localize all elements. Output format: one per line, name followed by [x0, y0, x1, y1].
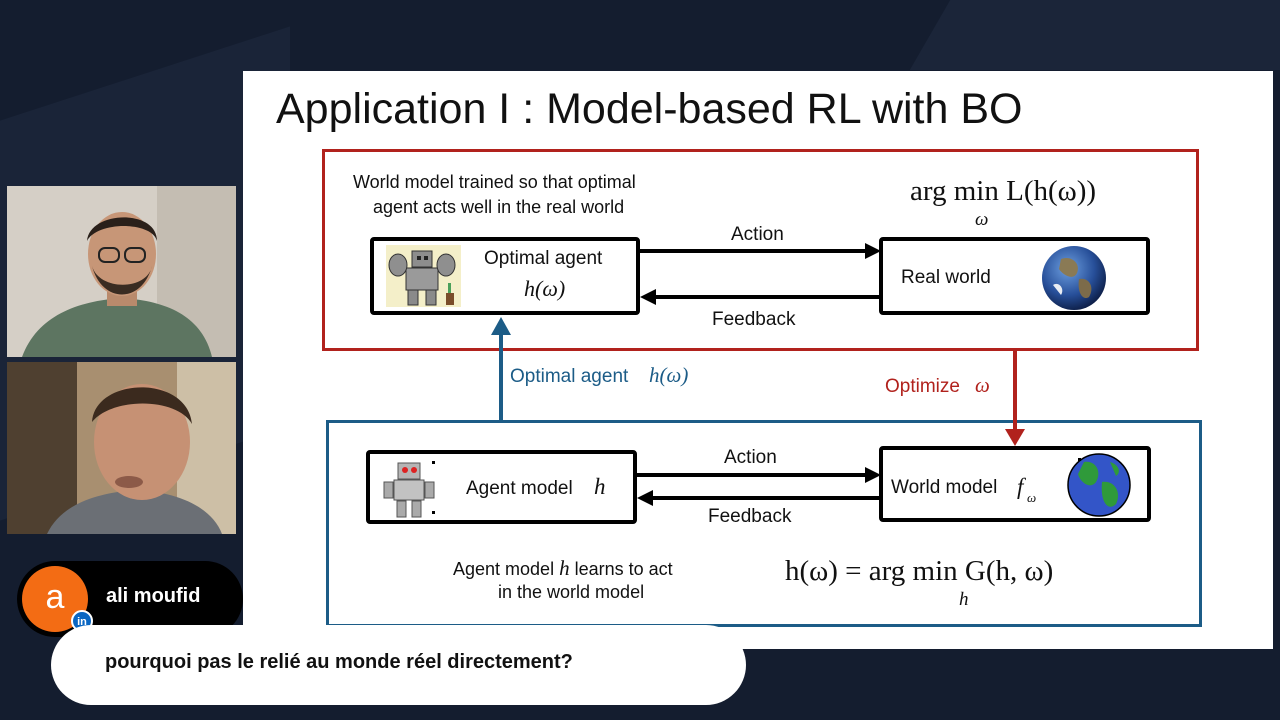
- world-model-formula: f: [1017, 474, 1024, 499]
- robot-icon: [383, 461, 435, 518]
- participant-video-1[interactable]: [7, 186, 236, 357]
- participant-silhouette: [7, 186, 236, 357]
- commenter-name: ali moufid: [106, 585, 201, 607]
- bottom-feedback-label: Feedback: [708, 506, 792, 527]
- world-model-label: World model: [891, 477, 998, 498]
- bottom-caption-part: Agent model: [453, 559, 555, 579]
- background-shape: [909, 0, 1280, 70]
- top-formula: arg min L(h(ω)): [910, 175, 1097, 207]
- world-model-frame: [326, 420, 1202, 627]
- world-model-globe-icon: [1067, 453, 1131, 517]
- top-formula-subscript: ω: [975, 209, 989, 230]
- comment-text: pourquoi pas le relié au monde réel dire…: [105, 651, 573, 673]
- optimize-link-arrowhead: [1005, 429, 1025, 446]
- real-world-frame: [322, 149, 1199, 351]
- right-link-label: Optimize: [885, 376, 960, 397]
- bottom-action-arrowhead: [865, 467, 881, 483]
- optimal-agent-box: Optimal agent h(ω): [370, 237, 640, 315]
- bottom-feedback-arrowhead: [637, 490, 653, 506]
- world-model-formula-subscript: ω: [1027, 490, 1037, 505]
- bottom-caption-part: learns to act: [574, 559, 673, 579]
- top-feedback-label: Feedback: [712, 309, 796, 330]
- agent-model-box: Agent model h: [366, 450, 637, 524]
- world-model-box: World model f ω: [879, 446, 1151, 522]
- diagram-arrows: [491, 243, 1025, 506]
- agent-model-label: Agent model: [466, 478, 573, 499]
- real-world-box: Real world: [879, 237, 1150, 315]
- left-link-label: Optimal agent: [510, 366, 629, 387]
- top-action-label: Action: [731, 224, 784, 245]
- agent-model-formula: h: [594, 474, 606, 499]
- top-caption-line-2: agent acts well in the real world: [373, 197, 625, 217]
- slide-title: Application I : Model-based RL with BO: [276, 85, 1023, 133]
- optimal-agent-label: Optimal agent: [484, 248, 603, 269]
- comment-bubble: pourquoi pas le relié au monde réel dire…: [51, 625, 746, 705]
- bottom-action-label: Action: [724, 447, 777, 468]
- bottom-formula: h(ω) = arg min G(h, ω): [785, 555, 1054, 587]
- presentation-slide: Application I : Model-based RL with BO W…: [243, 71, 1273, 649]
- top-caption-line-1: World model trained so that optimal: [353, 172, 636, 192]
- optimal-agent-link-arrowhead: [491, 317, 511, 335]
- participant-silhouette: [7, 362, 236, 534]
- bottom-caption-line-2: in the world model: [498, 582, 645, 602]
- earth-globe-icon: [1042, 246, 1106, 310]
- bottom-caption-formula: h: [559, 556, 570, 580]
- bottom-caption-line-1: Agent model h learns to act: [453, 556, 673, 581]
- right-link-formula: ω: [975, 373, 990, 397]
- left-link-formula: h(ω): [649, 363, 689, 387]
- top-action-arrowhead: [865, 243, 881, 259]
- optimal-agent-formula: h(ω): [524, 276, 566, 301]
- muscular-robot-icon: [386, 245, 461, 307]
- top-feedback-arrowhead: [640, 289, 656, 305]
- real-world-label: Real world: [901, 267, 991, 288]
- participant-video-2[interactable]: [7, 362, 236, 534]
- bottom-formula-subscript: h: [959, 589, 969, 610]
